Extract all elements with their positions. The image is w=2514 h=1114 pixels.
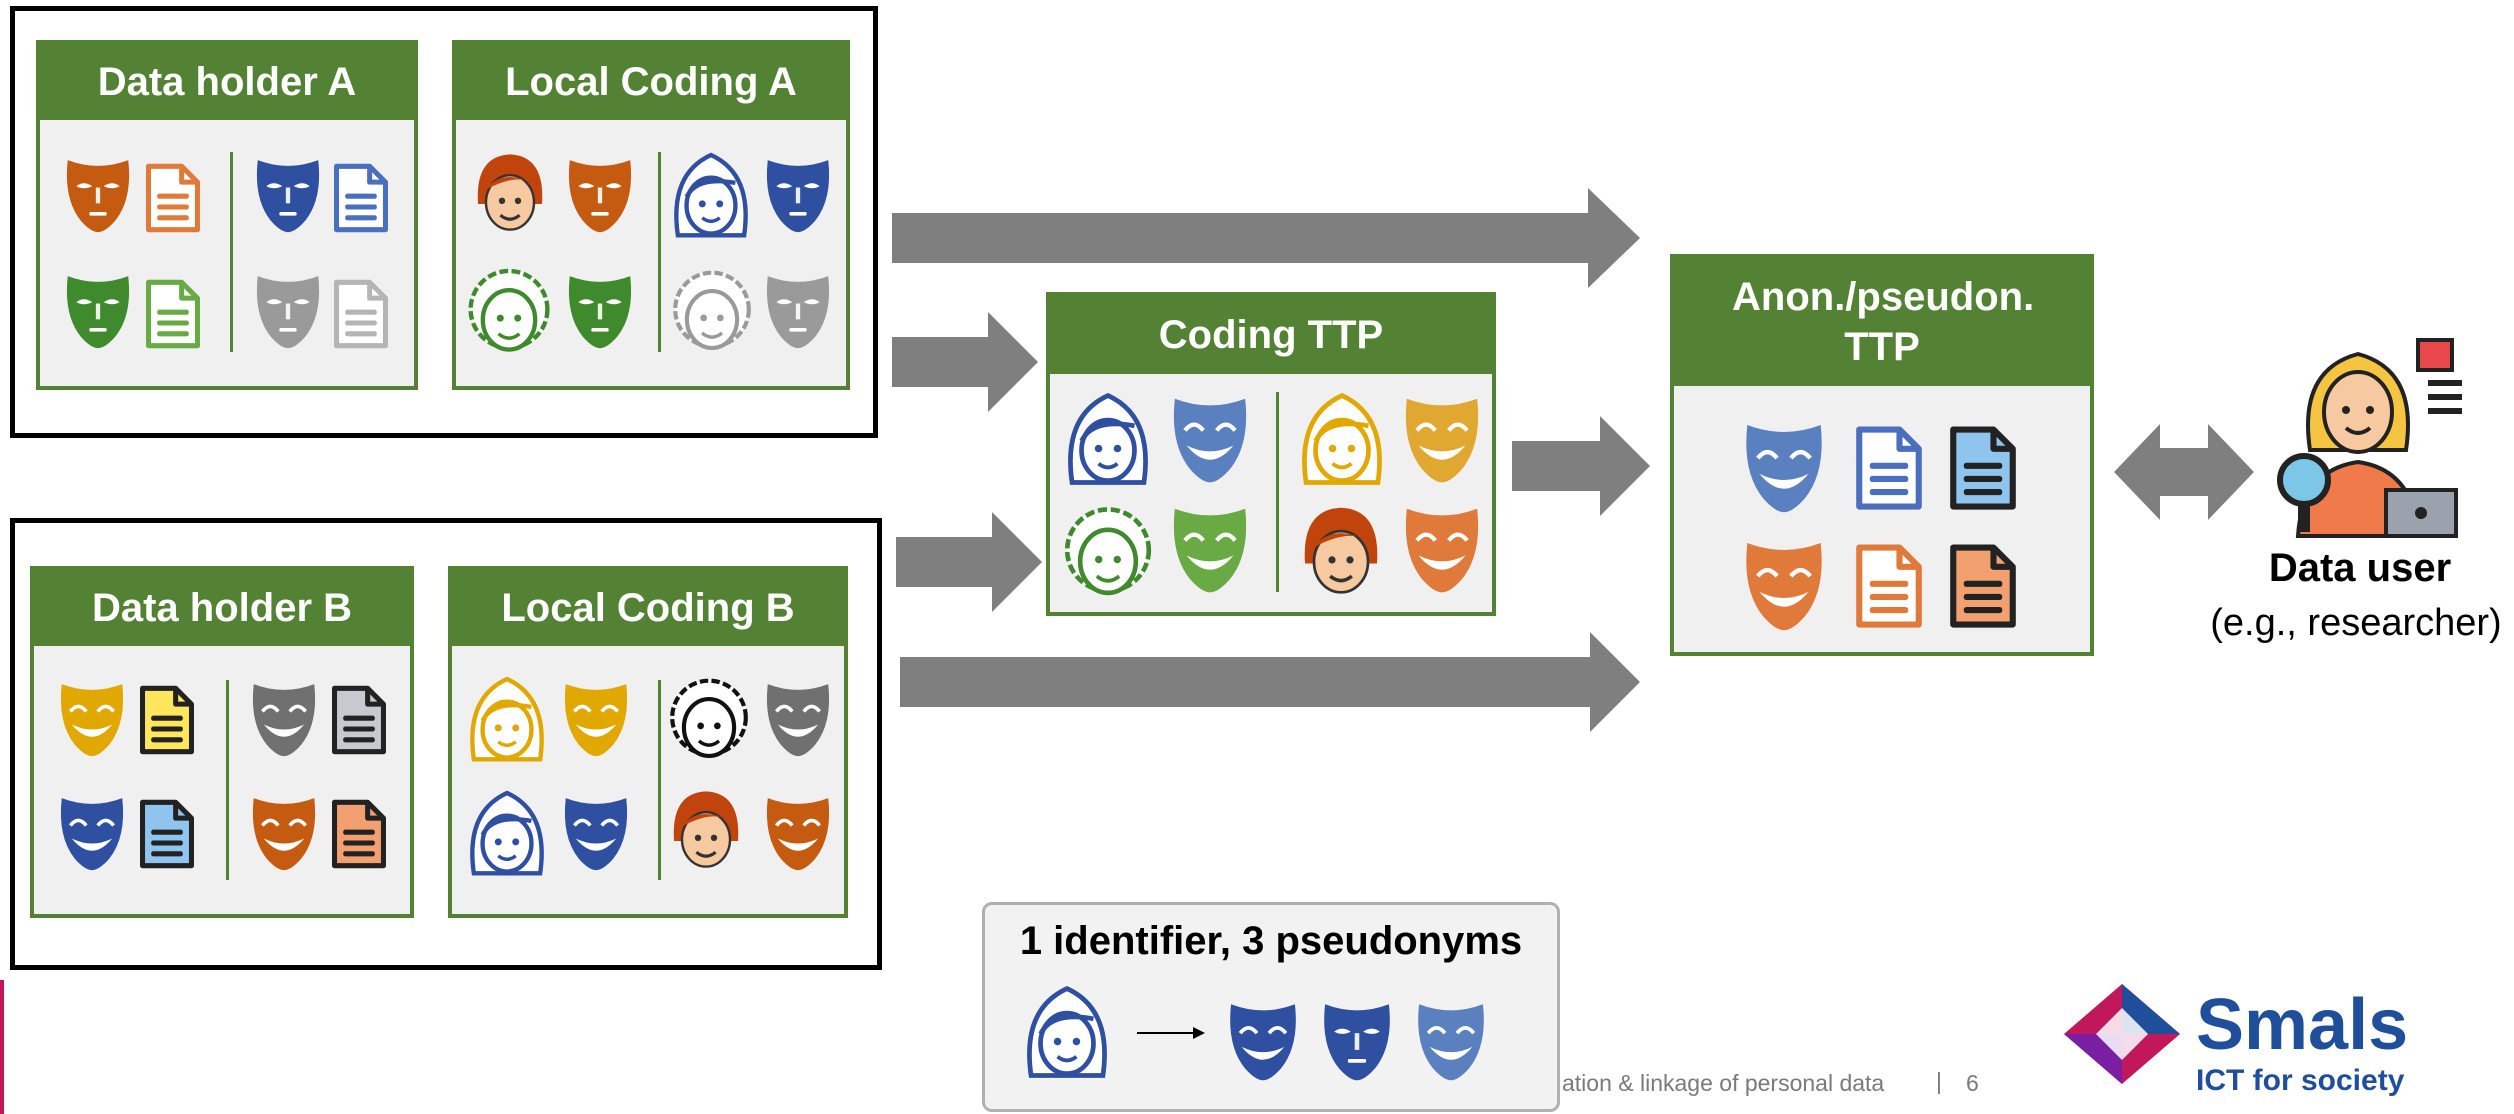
- footer-separator: |: [1936, 1068, 1942, 1094]
- person-curly-hair-icon: [1060, 502, 1156, 604]
- document-icon: [1948, 424, 2018, 512]
- panel-title: Anon./pseudon. TTP: [1674, 258, 2090, 386]
- mask-icon: [1400, 502, 1484, 594]
- arrow-coding-ttp-to-anon-ttp: [1512, 416, 1650, 516]
- mask-icon: [62, 154, 134, 234]
- arrow-a-to-anon-ttp: [892, 188, 1640, 288]
- data-user-subtitle: (e.g., researcher): [2210, 602, 2502, 644]
- panel-divider: [658, 680, 661, 880]
- mask-icon: [762, 678, 834, 758]
- panel-divider: [226, 680, 229, 880]
- mask-icon: [560, 678, 632, 758]
- legend-title: 1 identifier, 3 pseudonyms: [1019, 919, 1523, 963]
- arrow-b-to-coding-ttp: [896, 512, 1042, 612]
- mask-icon: [1168, 392, 1252, 484]
- legend-box: 1 identifier, 3 pseudonyms: [982, 902, 1560, 1112]
- mask-icon: [762, 154, 834, 234]
- brand-name: Smals: [2196, 985, 2409, 1065]
- mask-icon: [1319, 997, 1395, 1083]
- document-icon: [1854, 424, 1924, 512]
- document-icon: [144, 278, 202, 350]
- panel-divider: [1276, 392, 1279, 592]
- footer-title: ation & linkage of personal data: [1562, 1070, 1885, 1096]
- mask-icon: [762, 792, 834, 872]
- person-red-hair-icon: [1296, 500, 1386, 600]
- mask-icon: [564, 270, 636, 350]
- mask-icon: [564, 154, 636, 234]
- person-bob-hair-icon: [1019, 981, 1115, 1085]
- mask-icon: [1413, 997, 1489, 1083]
- brand-tagline: ICT for society: [2196, 1064, 2405, 1097]
- panel-title: Data holder A: [40, 44, 414, 120]
- panel-coding-ttp: Coding TTP: [1046, 292, 1496, 616]
- document-icon: [144, 162, 202, 234]
- researcher-icon: [2277, 338, 2462, 538]
- mask-icon: [62, 270, 134, 350]
- document-icon: [330, 798, 388, 870]
- arrow-a-to-coding-ttp: [892, 312, 1038, 412]
- person-black-hair-icon: [666, 674, 752, 766]
- mask-icon: [1168, 502, 1252, 594]
- person-curly-hair-icon: [464, 264, 554, 360]
- mask-icon: [1740, 536, 1828, 632]
- right-arrow-icon: [1137, 1027, 1205, 1039]
- document-icon: [138, 684, 196, 756]
- mask-icon: [762, 270, 834, 350]
- panel-data-holder-b: Data holder B: [30, 566, 414, 918]
- data-user-title: Data user: [2268, 546, 2452, 590]
- arrow-b-to-anon-ttp: [900, 632, 1640, 732]
- document-icon: [138, 798, 196, 870]
- person-bob-hair-icon: [462, 786, 552, 882]
- mask-icon: [56, 792, 128, 872]
- smals-logo-icon: [2064, 984, 2180, 1084]
- panel-divider: [230, 152, 233, 352]
- panel-title: Local Coding B: [452, 570, 844, 646]
- document-icon: [332, 278, 390, 350]
- arrow-anon-ttp-data-user-bidirectional: [2114, 424, 2254, 520]
- panel-local-coding-a: Local Coding A: [452, 40, 850, 390]
- person-blonde-icon: [462, 672, 552, 768]
- mask-icon: [248, 792, 320, 872]
- mask-icon: [56, 678, 128, 758]
- panel-local-coding-b: Local Coding B: [448, 566, 848, 918]
- person-blonde-icon: [1294, 388, 1390, 492]
- mask-icon: [560, 792, 632, 872]
- person-red-hair-icon: [470, 148, 550, 236]
- mask-icon: [252, 154, 324, 234]
- person-bob-hair-icon: [1060, 388, 1156, 492]
- document-icon: [1948, 542, 2018, 630]
- mask-icon: [1400, 392, 1484, 484]
- person-red-hair-icon: [666, 784, 746, 874]
- panel-anon-pseudon-ttp: Anon./pseudon. TTP: [1670, 254, 2094, 656]
- panel-data-holder-a: Data holder A: [36, 40, 418, 390]
- panel-divider: [658, 152, 661, 352]
- person-gray-icon: [670, 266, 754, 358]
- panel-title: Data holder B: [34, 570, 410, 646]
- document-icon: [332, 162, 390, 234]
- document-icon: [1854, 542, 1924, 630]
- mask-icon: [1225, 997, 1301, 1083]
- mask-icon: [252, 270, 324, 350]
- page-number: 6: [1966, 1070, 1979, 1096]
- document-icon: [330, 684, 388, 756]
- person-bob-hair-icon: [666, 148, 756, 244]
- panel-title-text: Anon./pseudon. TTP: [1732, 275, 2035, 369]
- panel-title: Coding TTP: [1050, 296, 1492, 374]
- mask-icon: [248, 678, 320, 758]
- edge-accent: [0, 980, 4, 1114]
- panel-title: Local Coding A: [456, 44, 846, 120]
- mask-icon: [1740, 418, 1828, 514]
